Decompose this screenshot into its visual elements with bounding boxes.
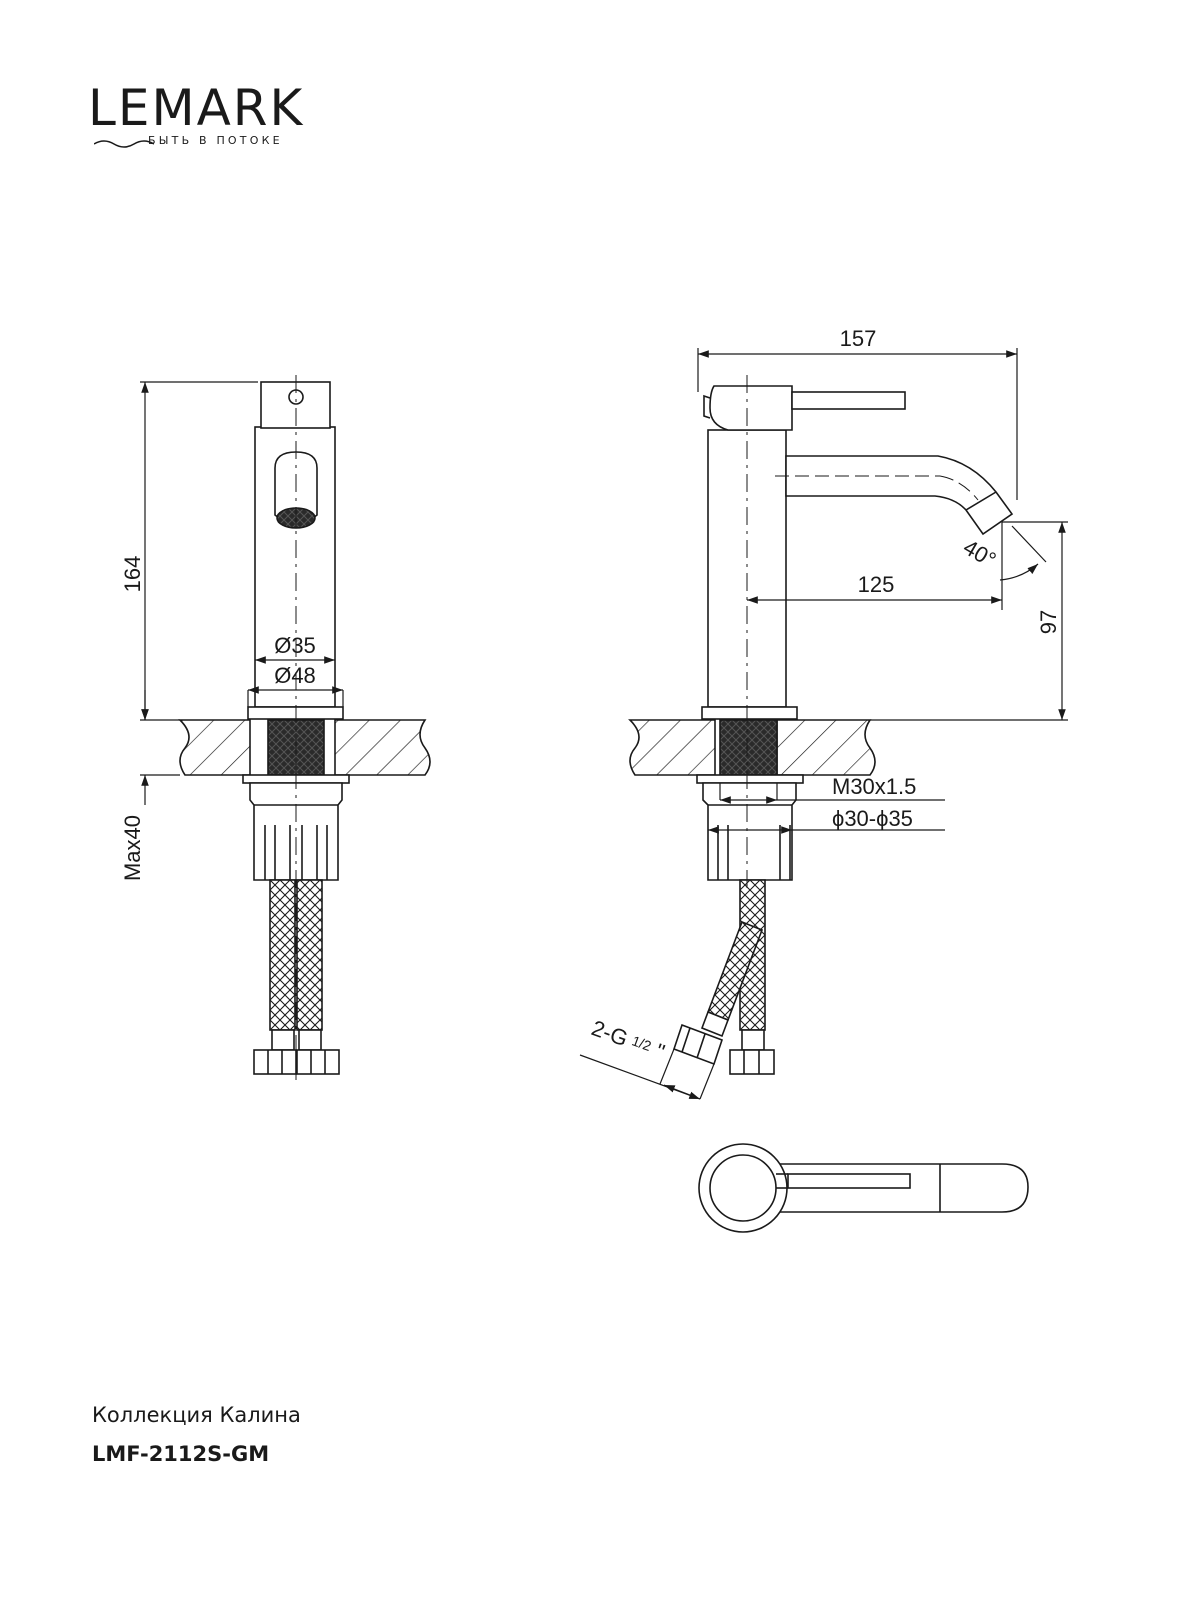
countertop-front [178, 719, 251, 776]
front-view [178, 375, 431, 1080]
brand-logo: LEMARK БЫТЬ В ПОТОКЕ [88, 78, 348, 158]
side-washer [696, 774, 804, 784]
model-number: LMF-2112S-GM [92, 1442, 270, 1466]
countertop-side-right [776, 719, 876, 776]
dim-spout-angle: 40° [959, 534, 1000, 572]
dim-max-thickness: Max40 [120, 815, 145, 881]
top-handle-inner [709, 1154, 777, 1222]
side-dimensions [579, 348, 1068, 1100]
side-hose-nut [729, 1049, 775, 1075]
side-view [628, 375, 1014, 1075]
dim-spout-height: 97 [1036, 610, 1061, 634]
countertop-front-right [334, 719, 431, 776]
side-handle [709, 385, 793, 431]
brand-name: LEMARK [88, 79, 305, 137]
side-base-ring [701, 706, 798, 720]
side-nut [702, 782, 797, 881]
dim-length-total: 157 [840, 326, 877, 351]
dim-dia-base: Ø48 [274, 663, 316, 688]
dim-thread: M30x1.5 [832, 774, 916, 799]
collection-name: Коллекция Калина [92, 1403, 301, 1427]
wave-icon [94, 140, 154, 148]
front-hose-nut-right [296, 1049, 340, 1075]
dim-dia-body: Ø35 [274, 633, 316, 658]
front-dimensions [140, 381, 344, 805]
front-hose-right [296, 879, 323, 1031]
dim-height-total: 164 [120, 556, 145, 593]
dim-hose-fraction: 1/2 [630, 1032, 654, 1054]
countertop-side-left [628, 719, 716, 776]
dim-spout-reach: 125 [858, 572, 895, 597]
dim-hose-connection: 2-G 1/2 " [588, 1015, 668, 1064]
side-thread [719, 719, 778, 776]
top-lever-slot [787, 1173, 911, 1189]
side-lever [791, 391, 906, 410]
dim-hose-suffix: " [652, 1038, 668, 1064]
side-spout [785, 455, 1014, 536]
front-hose-nut-left [253, 1049, 297, 1075]
front-hose-left [269, 879, 296, 1031]
brand-tagline: БЫТЬ В ПОТОКЕ [148, 134, 283, 147]
dim-hole-dia: ϕ30-ϕ35 [832, 806, 913, 831]
top-view [698, 1143, 1029, 1233]
dim-hose-prefix: 2-G [588, 1015, 631, 1051]
front-nut [249, 782, 343, 881]
